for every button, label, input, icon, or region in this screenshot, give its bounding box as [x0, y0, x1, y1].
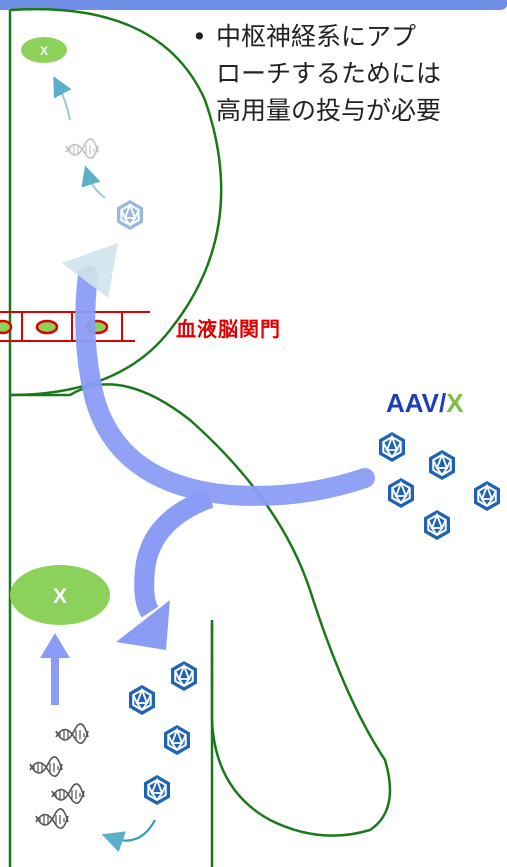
bullet-line-1: 中枢神経系にアプ: [216, 22, 417, 51]
dna-in-brain: [65, 138, 99, 160]
arrowhead-to-tissue: [116, 600, 170, 650]
bullet-line-3: 高用量の投与が必要: [216, 96, 442, 125]
x-text: X: [446, 388, 464, 418]
capsid-in-brain: [116, 199, 144, 231]
slash-text: /: [438, 388, 447, 418]
bullet-note: • 中枢神経系にアプ ローチするためには 高用量の投与が必要: [192, 18, 507, 129]
product-large-label: X: [53, 585, 67, 608]
dna-copies-in-tissue: [29, 723, 89, 830]
capsids-in-tissue: [128, 660, 198, 806]
bullet-line-2: ローチするためには: [216, 59, 442, 88]
blood-brain-barrier-label: 血液脳関門: [176, 317, 281, 341]
aav-x-label: AAV/X: [386, 388, 464, 419]
arrow-capsid-to-dna-tissue: [101, 819, 156, 853]
aav-capsid-cluster: [378, 431, 501, 541]
expressed-protein-x-icon-small: [21, 37, 67, 63]
expressed-protein-x-icon-large: [10, 565, 110, 625]
blood-brain-barrier: [0, 311, 150, 342]
top-banner-edge: [0, 0, 507, 10]
arrowhead-to-brain: [62, 243, 118, 298]
bullet-marker: •: [192, 22, 207, 51]
arrowhead-dna-to-product: [40, 633, 70, 658]
blood-flow-arrow-to-tissue: [134, 488, 214, 618]
blood-flow-arrow-to-brain: [75, 265, 375, 506]
aav-text: AAV: [386, 388, 439, 418]
product-small-label: X: [40, 44, 48, 58]
arrow-capsid-to-dna-brain: [81, 165, 106, 199]
body-tube-outline: [10, 383, 392, 837]
arrow-dna-to-product-brain: [53, 76, 72, 121]
